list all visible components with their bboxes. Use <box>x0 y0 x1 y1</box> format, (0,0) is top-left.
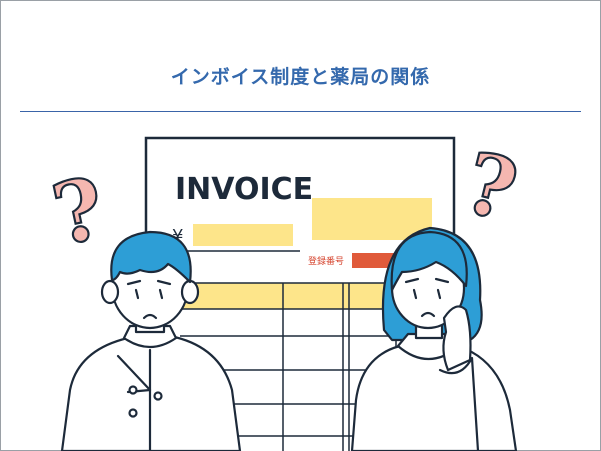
pharmacist-female-illustration <box>350 226 518 451</box>
female-mouth <box>420 311 436 318</box>
male-button-1 <box>128 385 138 395</box>
amount-highlight <box>193 224 293 246</box>
male-mouth <box>142 313 158 320</box>
yen-symbol: ¥ <box>172 226 183 247</box>
invoice-heading: INVOICE <box>175 172 313 207</box>
female-brow-right <box>434 277 450 284</box>
male-ear-right <box>180 279 200 305</box>
male-eye-right <box>158 288 164 300</box>
pharmacist-male-illustration <box>60 230 242 451</box>
male-button-3 <box>153 391 163 401</box>
registration-label: 登録番号 <box>308 255 344 267</box>
female-brow-left <box>404 277 420 284</box>
female-hair-front <box>390 230 468 292</box>
male-brow-left <box>126 279 142 286</box>
male-hair <box>110 230 192 284</box>
question-mark-right-icon: ? <box>455 132 527 240</box>
recipient-highlight <box>312 198 432 240</box>
female-eye-right <box>436 288 442 300</box>
male-eye-left <box>134 288 140 300</box>
female-hand <box>442 305 472 372</box>
question-mark-left-icon: ? <box>44 158 113 265</box>
page-title: インボイス制度と薬局の関係 <box>170 66 431 88</box>
female-arm <box>438 356 480 451</box>
female-eye-left <box>412 288 418 300</box>
male-brow-right <box>156 279 172 286</box>
male-ear-left <box>100 279 120 305</box>
male-button-2 <box>128 408 138 418</box>
title-divider <box>20 111 581 112</box>
female-coat <box>350 344 518 451</box>
